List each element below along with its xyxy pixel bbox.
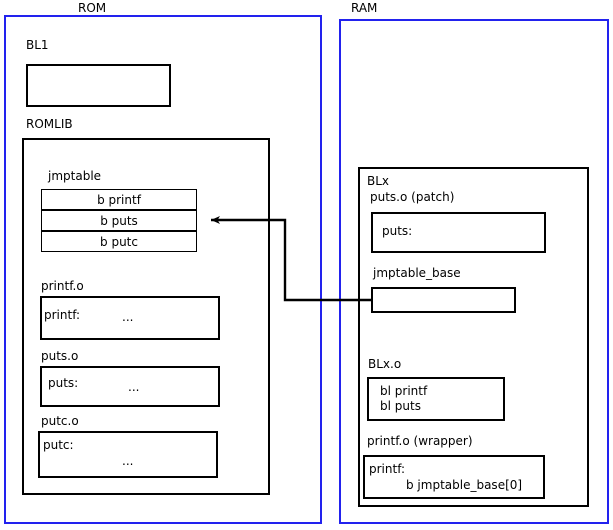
bl1-box xyxy=(26,64,171,107)
blx-o-box: bl printf bl puts xyxy=(367,377,505,421)
jmptable-entry-2-text: b putc xyxy=(100,234,138,249)
jmptable-entry-1: b puts xyxy=(41,210,197,231)
putc-o-symbol: putc: xyxy=(43,438,74,452)
puts-patch-box: puts: xyxy=(371,212,546,253)
romlib-label: ROMLIB xyxy=(26,117,73,131)
romlib-box xyxy=(22,138,270,495)
printf-o-body: ... xyxy=(122,310,134,324)
printf-wrapper-instruction: b jmptable_base[0] xyxy=(406,478,523,492)
putc-o-body: ... xyxy=(122,454,134,468)
jmptable-base-label: jmptable_base xyxy=(373,266,461,280)
puts-o-body: ... xyxy=(128,380,140,394)
blx-box xyxy=(358,167,589,507)
rom-region-title: ROM xyxy=(78,1,107,15)
jmptable-entry-1-text: b puts xyxy=(100,213,138,228)
puts-o-box: puts: ... xyxy=(40,366,220,407)
blx-o-label: BLx.o xyxy=(368,357,402,371)
putc-o-box: putc: ... xyxy=(38,431,218,478)
printf-o-symbol: printf: xyxy=(44,308,81,322)
printf-wrapper-label: printf.o (wrapper) xyxy=(367,434,473,448)
blx-label: BLx xyxy=(367,174,390,188)
jmptable-entry-0-text: b printf xyxy=(97,192,141,207)
bl1-label: BL1 xyxy=(26,38,49,52)
printf-wrapper-symbol: printf: xyxy=(369,462,406,476)
printf-wrapper-box: printf: b jmptable_base[0] xyxy=(363,455,545,499)
puts-o-symbol: puts: xyxy=(48,376,79,390)
ram-region-title: RAM xyxy=(351,1,378,15)
putc-o-label: putc.o xyxy=(41,414,79,428)
blx-o-line-1: bl puts xyxy=(380,399,421,413)
blx-o-line-0: bl printf xyxy=(380,384,428,398)
puts-o-label: puts.o xyxy=(41,349,79,363)
jmptable-base-box xyxy=(371,287,516,313)
puts-patch-symbol: puts: xyxy=(382,224,413,238)
jmptable-entry-0: b printf xyxy=(41,189,197,210)
printf-o-label: printf.o xyxy=(41,279,84,293)
jmptable-entry-2: b putc xyxy=(41,231,197,252)
puts-patch-label: puts.o (patch) xyxy=(370,190,455,204)
printf-o-box: printf: ... xyxy=(40,296,220,340)
jmptable-label: jmptable xyxy=(48,169,102,183)
